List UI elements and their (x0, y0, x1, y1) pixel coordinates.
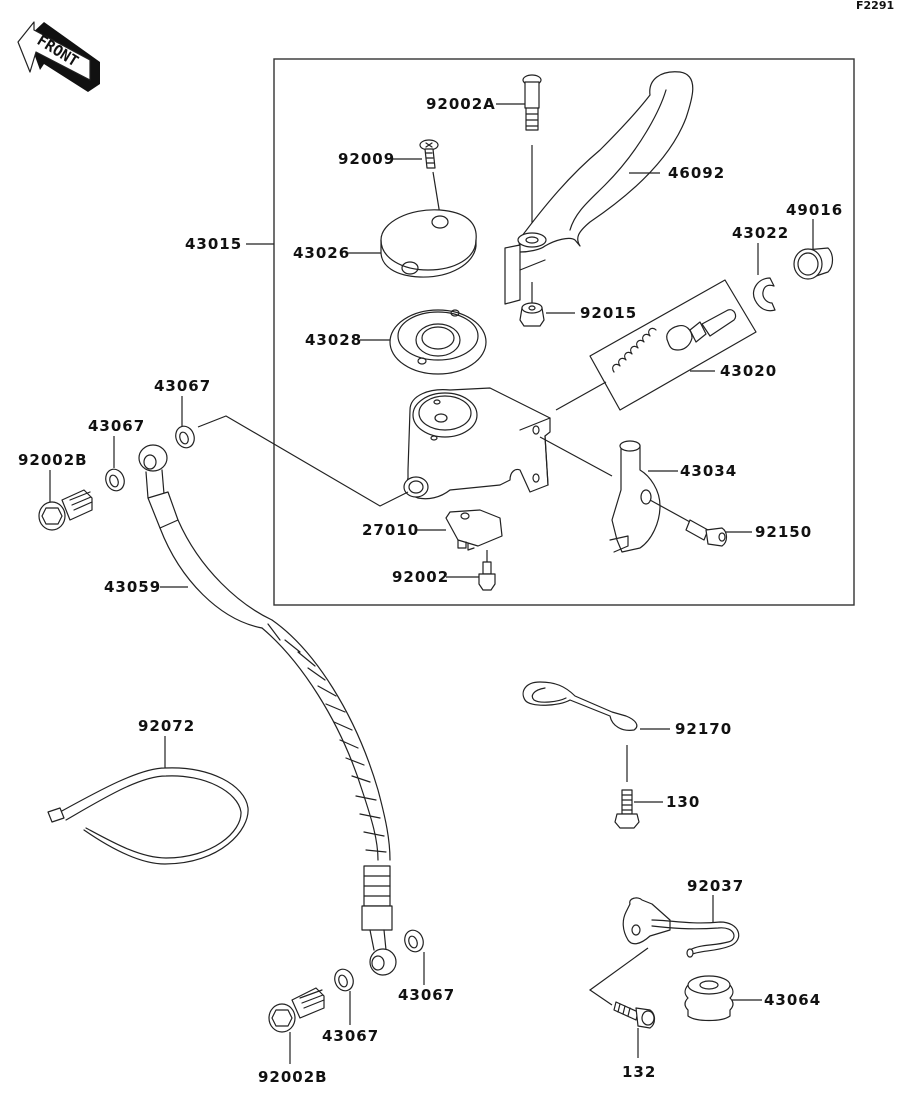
part-label-132[interactable]: 132 (622, 1063, 656, 1081)
part-label-92072[interactable]: 92072 (138, 717, 195, 735)
bolt-132[interactable] (613, 1001, 656, 1029)
clamp-92170[interactable] (522, 681, 638, 782)
part-label-92009[interactable]: 92009 (338, 150, 395, 168)
part-label-43026[interactable]: 43026 (293, 244, 350, 262)
part-label-43067-b[interactable]: 43067 (88, 417, 145, 435)
bolt-92150[interactable] (649, 499, 728, 547)
part-label-92002[interactable]: 92002 (392, 568, 449, 586)
bolt-130[interactable] (614, 789, 640, 829)
part-label-43028[interactable]: 43028 (305, 331, 362, 349)
diaphragm-plate-43028[interactable] (389, 309, 487, 375)
part-label-92002B-b[interactable]: 92002B (258, 1068, 328, 1086)
part-label-43064[interactable]: 43064 (764, 991, 821, 1009)
leader-hose-to-cylinder (197, 415, 409, 507)
dust-boot-49016[interactable] (793, 247, 834, 280)
master-cylinder-body[interactable] (403, 387, 551, 500)
part-label-43067-a[interactable]: 43067 (154, 377, 211, 395)
part-label-43067-c[interactable]: 43067 (398, 986, 455, 1004)
cable-tie-92072[interactable] (47, 767, 249, 865)
part-label-43015[interactable]: 43015 (185, 235, 242, 253)
nut-92015[interactable] (519, 282, 545, 327)
part-label-130[interactable]: 130 (666, 793, 700, 811)
part-label-92150[interactable]: 92150 (755, 523, 812, 541)
part-label-92037[interactable]: 92037 (687, 877, 744, 895)
part-label-43020[interactable]: 43020 (720, 362, 777, 380)
front-arrow-icon: FRONT (17, 21, 100, 92)
grommet-43064[interactable] (684, 975, 734, 1022)
holder-43034[interactable] (539, 436, 661, 553)
part-label-92002B-a[interactable]: 92002B (18, 451, 88, 469)
washer-43067-upper-left[interactable] (103, 467, 127, 494)
washer-43067-lower-right[interactable] (402, 928, 426, 955)
pivot-bolt-92002A[interactable] (522, 74, 542, 228)
washer-43067-upper-right[interactable] (173, 424, 197, 451)
part-label-92170[interactable]: 92170 (675, 720, 732, 738)
part-label-43067-d[interactable]: 43067 (322, 1027, 379, 1045)
brake-light-switch-27010[interactable] (445, 509, 503, 563)
circlip-43022[interactable] (752, 277, 776, 312)
part-label-43059[interactable]: 43059 (104, 578, 161, 596)
part-label-49016[interactable]: 49016 (786, 201, 843, 219)
part-label-43034[interactable]: 43034 (680, 462, 737, 480)
banjo-bolt-92002B-lower[interactable] (268, 987, 325, 1033)
part-label-92002A[interactable]: 92002A (426, 95, 496, 113)
bracket-92037[interactable] (588, 897, 740, 1006)
reservoir-cap-43026[interactable] (380, 209, 477, 278)
part-label-46092[interactable]: 46092 (668, 164, 725, 182)
part-label-92015[interactable]: 92015 (580, 304, 637, 322)
brake-hose-43059[interactable] (138, 444, 397, 976)
figure-code: F2291 (856, 0, 894, 12)
banjo-bolt-92002B-upper[interactable] (38, 489, 93, 531)
washer-43067-lower-left[interactable] (332, 967, 356, 994)
assembly-frame (273, 58, 855, 606)
part-label-43022[interactable]: 43022 (732, 224, 789, 242)
brake-lever-46092[interactable] (504, 71, 694, 305)
screw-92002[interactable] (478, 561, 496, 591)
part-label-27010[interactable]: 27010 (362, 521, 419, 539)
piston-kit-43020[interactable] (555, 279, 757, 411)
screw-92009[interactable] (419, 139, 441, 216)
